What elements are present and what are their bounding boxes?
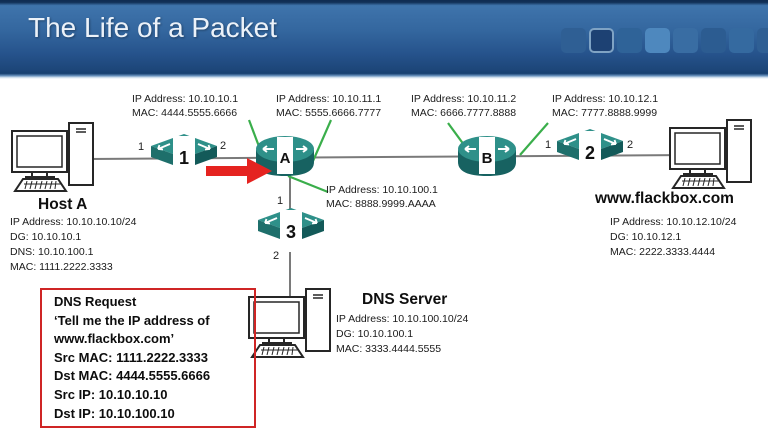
decor-square (701, 28, 726, 53)
iface-label-router-b-right: IP Address: 10.10.12.1 MAC: 7777.8888.99… (552, 92, 658, 120)
iface-label-router-b-left: IP Address: 10.10.11.2 MAC: 6666.7777.88… (411, 92, 516, 120)
iface-mac: MAC: 6666.7777.8888 (411, 107, 517, 119)
dns-server-computer-icon (248, 288, 331, 358)
packet-line: ‘Tell me the IP address of (54, 312, 210, 328)
router-a-icon: A (256, 136, 314, 176)
web-server-computer-icon (669, 119, 752, 189)
iface-label-router-a-right: IP Address: 10.10.11.1 MAC: 5555.6666.77… (276, 92, 381, 120)
dns-server-mac: MAC: 3333.4444.5555 (336, 343, 442, 355)
switch-3-label: 3 (286, 222, 296, 242)
router-a-label: A (280, 150, 291, 167)
decor-square (673, 28, 698, 53)
iface-ip: IP Address: 10.10.11.1 (276, 93, 382, 105)
decor-square (645, 28, 670, 53)
dns-request-packet-box: DNS Request ‘Tell me the IP address of w… (40, 288, 256, 428)
web-server-mac: MAC: 2222.3333.4444 (610, 246, 716, 258)
router-b-icon: B (458, 136, 516, 176)
iface-ip: IP Address: 10.10.10.1 (132, 93, 239, 105)
packet-line: Dst MAC: 4444.5555.6666 (54, 368, 211, 384)
switch-2-label: 2 (585, 143, 595, 163)
host-a-name: Host A (38, 196, 88, 213)
packet-line: Src IP: 10.10.10.10 (54, 386, 168, 402)
packet-line: Src MAC: 1111.2222.3333 (54, 349, 208, 365)
host-a-computer-icon (11, 122, 94, 192)
host-a-mac: MAC: 1111.2222.3333 (10, 261, 113, 273)
host-a-ip: IP Address: 10.10.10.10/24 (10, 216, 137, 228)
switch-3-port-2: 2 (273, 250, 280, 262)
decor-square (561, 28, 586, 53)
iface-ip: IP Address: 10.10.11.2 (411, 93, 517, 105)
slide-header: The Life of a Packet (0, 0, 768, 79)
switch-3-icon: 3 (258, 208, 324, 252)
switch-1-label: 1 (179, 148, 189, 168)
web-server-ip: IP Address: 10.10.12.10/24 (610, 216, 737, 228)
switch-2-port-1: 1 (545, 139, 552, 151)
iface-label-router-a-left: IP Address: 10.10.10.1 MAC: 4444.5555.66… (132, 92, 238, 120)
web-server-details: IP Address: 10.10.12.10/24 DG: 10.10.12.… (610, 215, 737, 260)
web-server-dg: DG: 10.10.12.1 (610, 231, 682, 243)
decor-square (757, 28, 768, 53)
switch-1-icon: 1 (151, 134, 217, 178)
switch-3-port-1: 1 (277, 195, 284, 207)
dns-server-dg: DG: 10.10.100.1 (336, 328, 414, 340)
iface-mac: MAC: 4444.5555.6666 (132, 107, 238, 119)
router-b-label: B (482, 150, 493, 167)
decor-square (589, 28, 614, 53)
iface-ip: IP Address: 10.10.12.1 (552, 93, 659, 105)
web-server-name: www.flackbox.com (595, 190, 734, 207)
dns-server-ip: IP Address: 10.10.100.10/24 (336, 313, 469, 325)
host-a-details: IP Address: 10.10.10.10/24 DG: 10.10.10.… (10, 215, 137, 275)
packet-line: Dst IP: 10.10.100.10 (54, 405, 175, 421)
decor-square (617, 28, 642, 53)
iface-mac: MAC: 7777.8888.9999 (552, 107, 658, 119)
dns-server-name: DNS Server (362, 291, 448, 308)
iface-ip: IP Address: 10.10.100.1 (326, 184, 438, 196)
switch-2-icon: 2 (557, 129, 623, 173)
switch-1-port-2: 2 (220, 140, 227, 152)
host-a-dg: DG: 10.10.10.1 (10, 231, 82, 243)
decorative-squares (561, 28, 768, 53)
decor-square (729, 28, 754, 53)
dns-server-details: IP Address: 10.10.100.10/24 DG: 10.10.10… (336, 312, 468, 357)
page-title: The Life of a Packet (28, 12, 278, 43)
iface-label-router-a-down: IP Address: 10.10.100.1 MAC: 8888.9999.A… (326, 183, 438, 211)
packet-line: DNS Request (54, 294, 137, 309)
switch-1-port-1: 1 (138, 141, 145, 153)
switch-2-port-2: 2 (627, 139, 634, 151)
iface-mac: MAC: 5555.6666.7777 (276, 107, 382, 119)
iface-mac: MAC: 8888.9999.AAAA (326, 198, 436, 210)
host-a-dns: DNS: 10.10.100.1 (10, 246, 94, 258)
packet-line: www.flackbox.com’ (54, 331, 175, 347)
